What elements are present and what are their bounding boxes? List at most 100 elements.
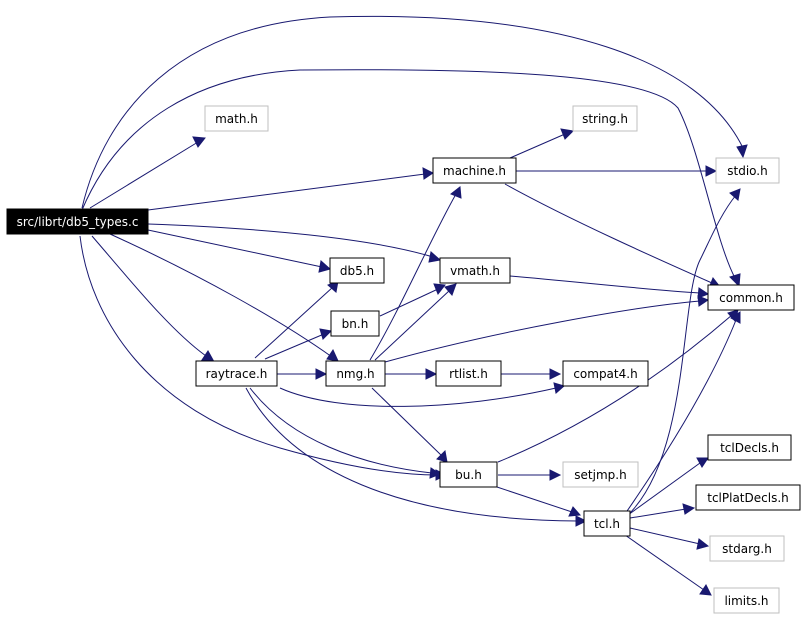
edge-nmg-machine bbox=[369, 193, 457, 361]
node-label: machine.h bbox=[443, 164, 506, 178]
edge-raytrace-compat4 bbox=[279, 387, 557, 407]
edge-nmg-common bbox=[384, 300, 701, 363]
arrowhead bbox=[436, 449, 448, 463]
arrowhead bbox=[729, 188, 741, 201]
node-label: string.h bbox=[582, 112, 628, 126]
node-tclPlatDecls-h[interactable]: tclPlatDecls.h bbox=[695, 484, 801, 511]
node-limits-h[interactable]: limits.h bbox=[713, 587, 780, 614]
edge-root-nmg bbox=[109, 233, 333, 358]
arrowhead bbox=[575, 515, 588, 527]
node-vmath-h[interactable]: vmath.h bbox=[439, 257, 511, 284]
node-raytrace-h[interactable]: raytrace.h bbox=[195, 360, 278, 387]
node-bn-h[interactable]: bn.h bbox=[330, 310, 380, 337]
edge-tcl-limits bbox=[624, 534, 705, 591]
arrowhead bbox=[444, 283, 457, 296]
edge-tcl-stdarg bbox=[629, 527, 701, 545]
arrowhead bbox=[549, 368, 562, 380]
edge-tcl-tclDecls bbox=[627, 462, 701, 516]
edge-nmg-bu bbox=[371, 387, 443, 457]
node-label: db5.h bbox=[340, 264, 374, 278]
arrowhead bbox=[730, 311, 741, 324]
node-label: compat4.h bbox=[573, 367, 637, 381]
edge-raytrace-tcl bbox=[245, 387, 579, 522]
arrowhead bbox=[326, 348, 339, 362]
edge-root-db5 bbox=[147, 229, 323, 268]
edge-raytrace-bn bbox=[264, 333, 325, 360]
edge-tcl-stdio bbox=[629, 194, 737, 514]
arrowhead bbox=[425, 368, 438, 380]
arrowhead bbox=[429, 467, 442, 479]
edge-bu-tcl bbox=[493, 485, 573, 513]
node-setjmp-h[interactable]: setjmp.h bbox=[562, 461, 639, 488]
node-label: vmath.h bbox=[450, 264, 500, 278]
node-machine-h[interactable]: machine.h bbox=[432, 157, 517, 184]
node-label: nmg.h bbox=[336, 367, 374, 381]
edge-nmg-vmath bbox=[374, 289, 451, 361]
edge-vmath-common bbox=[509, 275, 701, 294]
edge-raytrace-db5 bbox=[254, 286, 334, 359]
edge-root-raytrace bbox=[91, 235, 207, 357]
arrowhead bbox=[553, 382, 566, 394]
edge-machine-string bbox=[509, 133, 566, 159]
node-label: stdio.h bbox=[727, 164, 767, 178]
arrowhead bbox=[450, 186, 462, 199]
arrowhead bbox=[319, 328, 333, 340]
node-label: tclDecls.h bbox=[720, 441, 779, 455]
node-tcl-h[interactable]: tcl.h bbox=[583, 510, 631, 537]
node-nmg-h[interactable]: nmg.h bbox=[325, 360, 386, 387]
edge-machine-common bbox=[504, 183, 713, 284]
node-db5-h[interactable]: db5.h bbox=[329, 257, 385, 284]
node-bu-h[interactable]: bu.h bbox=[439, 461, 498, 488]
arrowheads bbox=[192, 128, 748, 596]
node-label: bu.h bbox=[455, 468, 482, 482]
arrowhead bbox=[736, 144, 748, 159]
node-label: setjmp.h bbox=[574, 468, 626, 482]
arrowhead bbox=[696, 538, 710, 550]
edge-root-stdio bbox=[81, 15, 744, 209]
node-rtlist-h[interactable]: rtlist.h bbox=[435, 360, 502, 387]
edge-bn-vmath bbox=[379, 288, 439, 317]
arrowhead bbox=[697, 287, 710, 299]
arrowhead bbox=[696, 457, 709, 468]
node-label: common.h bbox=[719, 291, 783, 305]
node-label: src/librt/db5_types.c bbox=[17, 215, 139, 229]
arrowhead bbox=[428, 251, 442, 263]
node-math-h[interactable]: math.h bbox=[204, 105, 269, 132]
arrowhead bbox=[422, 167, 434, 180]
node-label: tcl.h bbox=[594, 517, 620, 531]
arrowhead bbox=[192, 136, 206, 148]
node-label: math.h bbox=[215, 112, 258, 126]
arrowhead bbox=[315, 368, 328, 380]
node-common-h[interactable]: common.h bbox=[707, 284, 795, 311]
node-compat4-h[interactable]: compat4.h bbox=[562, 360, 649, 387]
arrowhead bbox=[699, 584, 712, 596]
arrowhead bbox=[549, 469, 562, 481]
arrowhead bbox=[697, 295, 710, 307]
edges bbox=[79, 15, 744, 591]
node-label: rtlist.h bbox=[449, 367, 488, 381]
node-stdarg-h[interactable]: stdarg.h bbox=[709, 535, 785, 562]
nodes: src/librt/db5_types.c math.h string.h ma… bbox=[6, 105, 801, 614]
edge-root-common bbox=[81, 69, 736, 279]
edge-tcl-tclPlatDecls bbox=[629, 508, 687, 519]
arrowhead bbox=[560, 128, 575, 140]
arrowhead bbox=[682, 503, 696, 515]
edge-root-machine bbox=[147, 173, 426, 211]
edge-root-vmath bbox=[147, 223, 434, 258]
edge-raytrace-bu bbox=[249, 387, 433, 474]
node-db5-types-c[interactable]: src/librt/db5_types.c bbox=[6, 208, 149, 235]
arrowhead bbox=[568, 506, 582, 517]
arrowhead bbox=[318, 260, 332, 273]
edge-root-math bbox=[89, 141, 199, 209]
node-label: raytrace.h bbox=[206, 367, 268, 381]
node-tclDecls-h[interactable]: tclDecls.h bbox=[707, 434, 792, 461]
edge-bu-common bbox=[497, 314, 733, 463]
node-stdio-h[interactable]: stdio.h bbox=[715, 157, 780, 184]
edge-root-bu bbox=[79, 235, 439, 476]
node-string-h[interactable]: string.h bbox=[572, 105, 638, 132]
arrowhead bbox=[433, 283, 446, 295]
node-label: tclPlatDecls.h bbox=[707, 491, 789, 505]
arrowhead bbox=[201, 350, 214, 361]
edge-tcl-common bbox=[624, 319, 737, 515]
